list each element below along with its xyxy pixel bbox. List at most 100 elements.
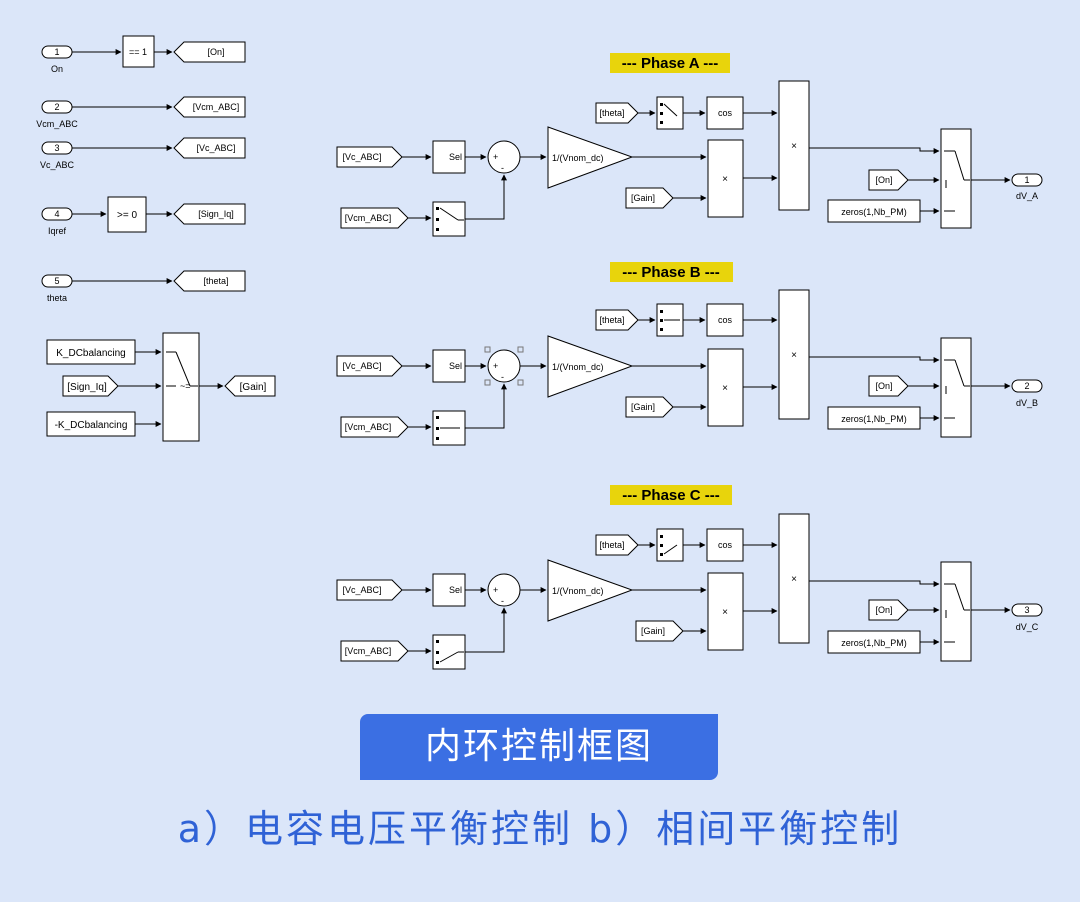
const-zeros[interactable]: zeros(1,Nb_PM): [827, 199, 921, 223]
inport-vcm-abc[interactable]: 2 Vcm_ABC: [36, 100, 78, 129]
product-block-2[interactable]: ×: [778, 289, 810, 420]
svg-text:-: -: [501, 596, 504, 606]
svg-text:[Vc_ABC]: [Vc_ABC]: [342, 361, 381, 371]
const-k-dcbalancing[interactable]: K_DCbalancing: [46, 339, 136, 365]
goto-gain[interactable]: [Gain]: [224, 375, 276, 397]
from-on[interactable]: [On]: [868, 599, 909, 621]
svg-text:[Gain]: [Gain]: [641, 626, 665, 636]
product-block-2[interactable]: ×: [778, 513, 810, 644]
svg-text:[On]: [On]: [875, 175, 892, 185]
diagram-subtitle: a）电容电压平衡控制 b）相间平衡控制: [177, 807, 903, 851]
from-vc-abc[interactable]: [Vc_ABC]: [336, 355, 403, 377]
product-block-1[interactable]: ×: [707, 572, 744, 651]
from-gain[interactable]: [Gain]: [635, 620, 684, 642]
cos-block[interactable]: cos: [706, 528, 744, 562]
sum-block[interactable]: + -: [487, 573, 521, 607]
svg-text:[Vcm_ABC]: [Vcm_ABC]: [193, 102, 240, 112]
from-on[interactable]: [On]: [868, 375, 909, 397]
svg-text:×: ×: [722, 383, 728, 394]
inport-on[interactable]: 1 On: [41, 45, 73, 74]
output-switch-block[interactable]: [940, 337, 972, 438]
goto-sign-iq[interactable]: [Sign_Iq]: [173, 203, 246, 225]
from-vc-abc[interactable]: [Vc_ABC]: [336, 146, 403, 168]
svg-text:--- Phase B ---: --- Phase B ---: [622, 264, 720, 281]
svg-text:Sel: Sel: [449, 152, 462, 162]
theta-switch-block[interactable]: [656, 528, 684, 562]
goto-vc-abc[interactable]: [Vc_ABC]: [173, 137, 246, 159]
goto-theta[interactable]: [theta]: [173, 270, 246, 292]
from-vcm-abc[interactable]: [Vcm_ABC]: [340, 416, 409, 438]
svg-text:[theta]: [theta]: [203, 276, 228, 286]
output-switch-block[interactable]: [940, 561, 972, 662]
const-zeros[interactable]: zeros(1,Nb_PM): [827, 406, 921, 430]
inport-iqref[interactable]: 4 Iqref: [41, 207, 73, 236]
from-gain[interactable]: [Gain]: [625, 396, 674, 418]
selector-block[interactable]: Sel: [432, 349, 466, 383]
svg-text:Iqref: Iqref: [48, 226, 67, 236]
const-neg-k-dcbalancing[interactable]: -K_DCbalancing: [46, 411, 136, 437]
svg-text:×: ×: [791, 574, 797, 585]
svg-text:zeros(1,Nb_PM): zeros(1,Nb_PM): [841, 638, 907, 648]
outport-dv-a[interactable]: 1 dV_A: [1011, 173, 1043, 201]
gain-1-over-vnom-dc[interactable]: 1/(Vnom_dc): [547, 559, 634, 622]
svg-text:dV_C: dV_C: [1016, 622, 1039, 632]
from-theta[interactable]: [theta]: [595, 534, 639, 556]
svg-text:[theta]: [theta]: [599, 540, 624, 550]
from-gain[interactable]: [Gain]: [625, 187, 674, 209]
svg-text:1: 1: [54, 47, 59, 57]
vcm-switch-block[interactable]: [432, 410, 466, 446]
gain-1-over-vnom-dc[interactable]: 1/(Vnom_dc): [547, 126, 634, 189]
selector-block[interactable]: Sel: [432, 573, 466, 607]
output-switch-block[interactable]: [940, 128, 972, 229]
svg-text:[Vcm_ABC]: [Vcm_ABC]: [345, 646, 392, 656]
theta-switch-block[interactable]: [656, 96, 684, 130]
sum-block[interactable]: + -: [484, 346, 524, 386]
svg-text:zeros(1,Nb_PM): zeros(1,Nb_PM): [841, 414, 907, 424]
svg-text:Vc_ABC: Vc_ABC: [40, 160, 75, 170]
inport-vc-abc[interactable]: 3 Vc_ABC: [40, 141, 75, 170]
from-vcm-abc[interactable]: [Vcm_ABC]: [340, 640, 409, 662]
from-on[interactable]: [On]: [868, 169, 909, 191]
svg-text:+: +: [493, 585, 498, 595]
svg-text:[On]: [On]: [875, 605, 892, 615]
vcm-switch-block[interactable]: [432, 634, 466, 670]
svg-text:On: On: [51, 64, 63, 74]
svg-text:>= 0: >= 0: [117, 210, 137, 221]
svg-text:[Gain]: [Gain]: [631, 402, 655, 412]
svg-text:== 1: == 1: [129, 47, 147, 57]
theta-switch-block[interactable]: [656, 303, 684, 337]
vcm-switch-block[interactable]: [432, 201, 466, 237]
svg-text:K_DCbalancing: K_DCbalancing: [56, 348, 126, 359]
from-vc-abc[interactable]: [Vc_ABC]: [336, 579, 403, 601]
sum-block[interactable]: + -: [487, 140, 521, 174]
from-theta[interactable]: [theta]: [595, 102, 639, 124]
product-block-1[interactable]: ×: [707, 348, 744, 427]
compare-eq-1-block[interactable]: == 1: [122, 35, 155, 68]
from-sign-iq[interactable]: [Sign_Iq]: [62, 375, 119, 397]
const-zeros[interactable]: zeros(1,Nb_PM): [827, 630, 921, 654]
inport-theta[interactable]: 5 theta: [41, 274, 73, 303]
gain-switch-block[interactable]: ~=: [162, 332, 200, 442]
svg-text:+: +: [493, 361, 498, 371]
cos-block[interactable]: cos: [706, 96, 744, 130]
svg-text:×: ×: [791, 350, 797, 361]
svg-text:[Vcm_ABC]: [Vcm_ABC]: [345, 213, 392, 223]
svg-text:-K_DCbalancing: -K_DCbalancing: [55, 420, 128, 431]
svg-text:[Sign_Iq]: [Sign_Iq]: [198, 209, 234, 219]
gain-1-over-vnom-dc[interactable]: 1/(Vnom_dc): [547, 335, 634, 398]
cos-block[interactable]: cos: [706, 303, 744, 337]
from-vcm-abc[interactable]: [Vcm_ABC]: [340, 207, 409, 229]
outport-dv-b[interactable]: 2 dV_B: [1011, 379, 1043, 408]
compare-ge-0-block[interactable]: >= 0: [107, 196, 147, 233]
svg-text:×: ×: [722, 174, 728, 185]
product-block-1[interactable]: ×: [707, 139, 744, 218]
goto-vcm-abc[interactable]: [Vcm_ABC]: [173, 96, 246, 118]
from-theta[interactable]: [theta]: [595, 309, 639, 331]
svg-text:[theta]: [theta]: [599, 108, 624, 118]
svg-text:5: 5: [54, 276, 59, 286]
selector-block[interactable]: Sel: [432, 140, 466, 174]
goto-on[interactable]: [On]: [173, 41, 246, 63]
outport-dv-c[interactable]: 3 dV_C: [1011, 603, 1043, 632]
product-block-2[interactable]: ×: [778, 80, 810, 211]
